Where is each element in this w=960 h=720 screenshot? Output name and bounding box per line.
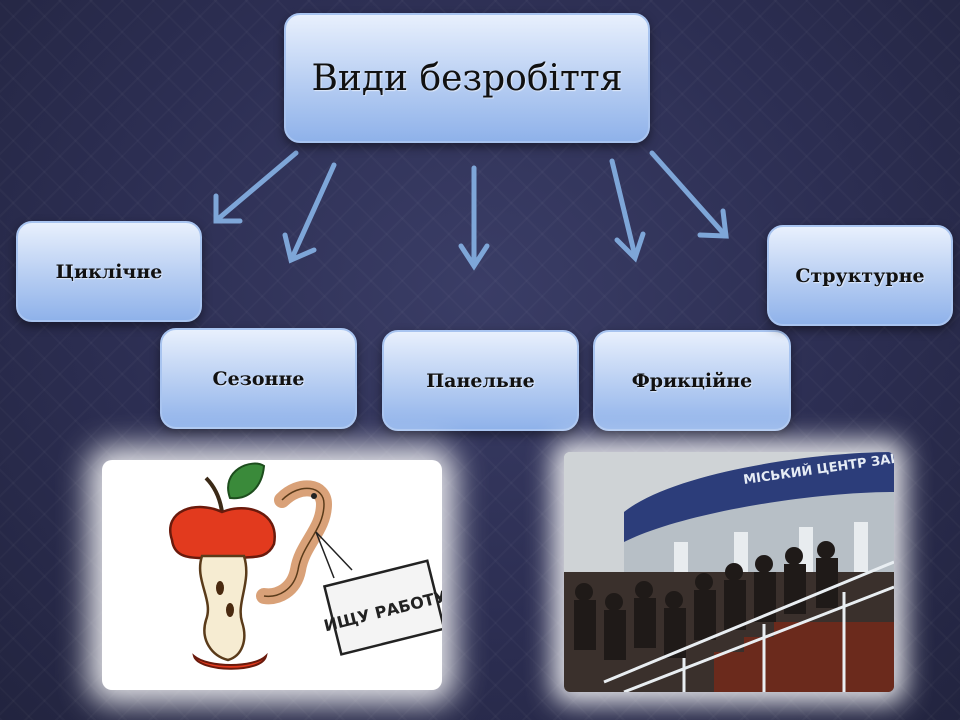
arrow-to-panel: [458, 165, 490, 271]
arrow-to-structural: [649, 150, 729, 239]
title-box: Види безробіття: [284, 13, 650, 143]
queue-photo-drawing: МІСЬКИЙ ЦЕНТР ЗАЙНЯТОСТІ: [564, 452, 894, 692]
category-cyclical: Циклічне: [16, 221, 202, 322]
category-structural: Структурне: [767, 225, 953, 326]
category-label: Структурне: [795, 264, 925, 287]
arrow-to-frictional: [609, 158, 646, 263]
apple-worm-drawing: ИЩУ РАБОТУ: [169, 462, 442, 670]
category-label: Панельне: [426, 369, 535, 392]
page-title: Види безробіття: [311, 57, 623, 99]
category-label: Фрикційне: [631, 369, 753, 392]
category-label: Циклічне: [55, 260, 163, 283]
category-panel: Панельне: [382, 330, 579, 431]
apple-worm-illustration: ИЩУ РАБОТУ: [102, 460, 442, 690]
category-label: Сезонне: [212, 367, 305, 390]
employment-center-queue-photo: МІСЬКИЙ ЦЕНТР ЗАЙНЯТОСТІ: [564, 452, 894, 692]
arrow-to-cyclical: [213, 150, 299, 224]
category-seasonal: Сезонне: [160, 328, 357, 429]
arrow-to-seasonal: [282, 162, 337, 264]
category-frictional: Фрикційне: [593, 330, 791, 431]
